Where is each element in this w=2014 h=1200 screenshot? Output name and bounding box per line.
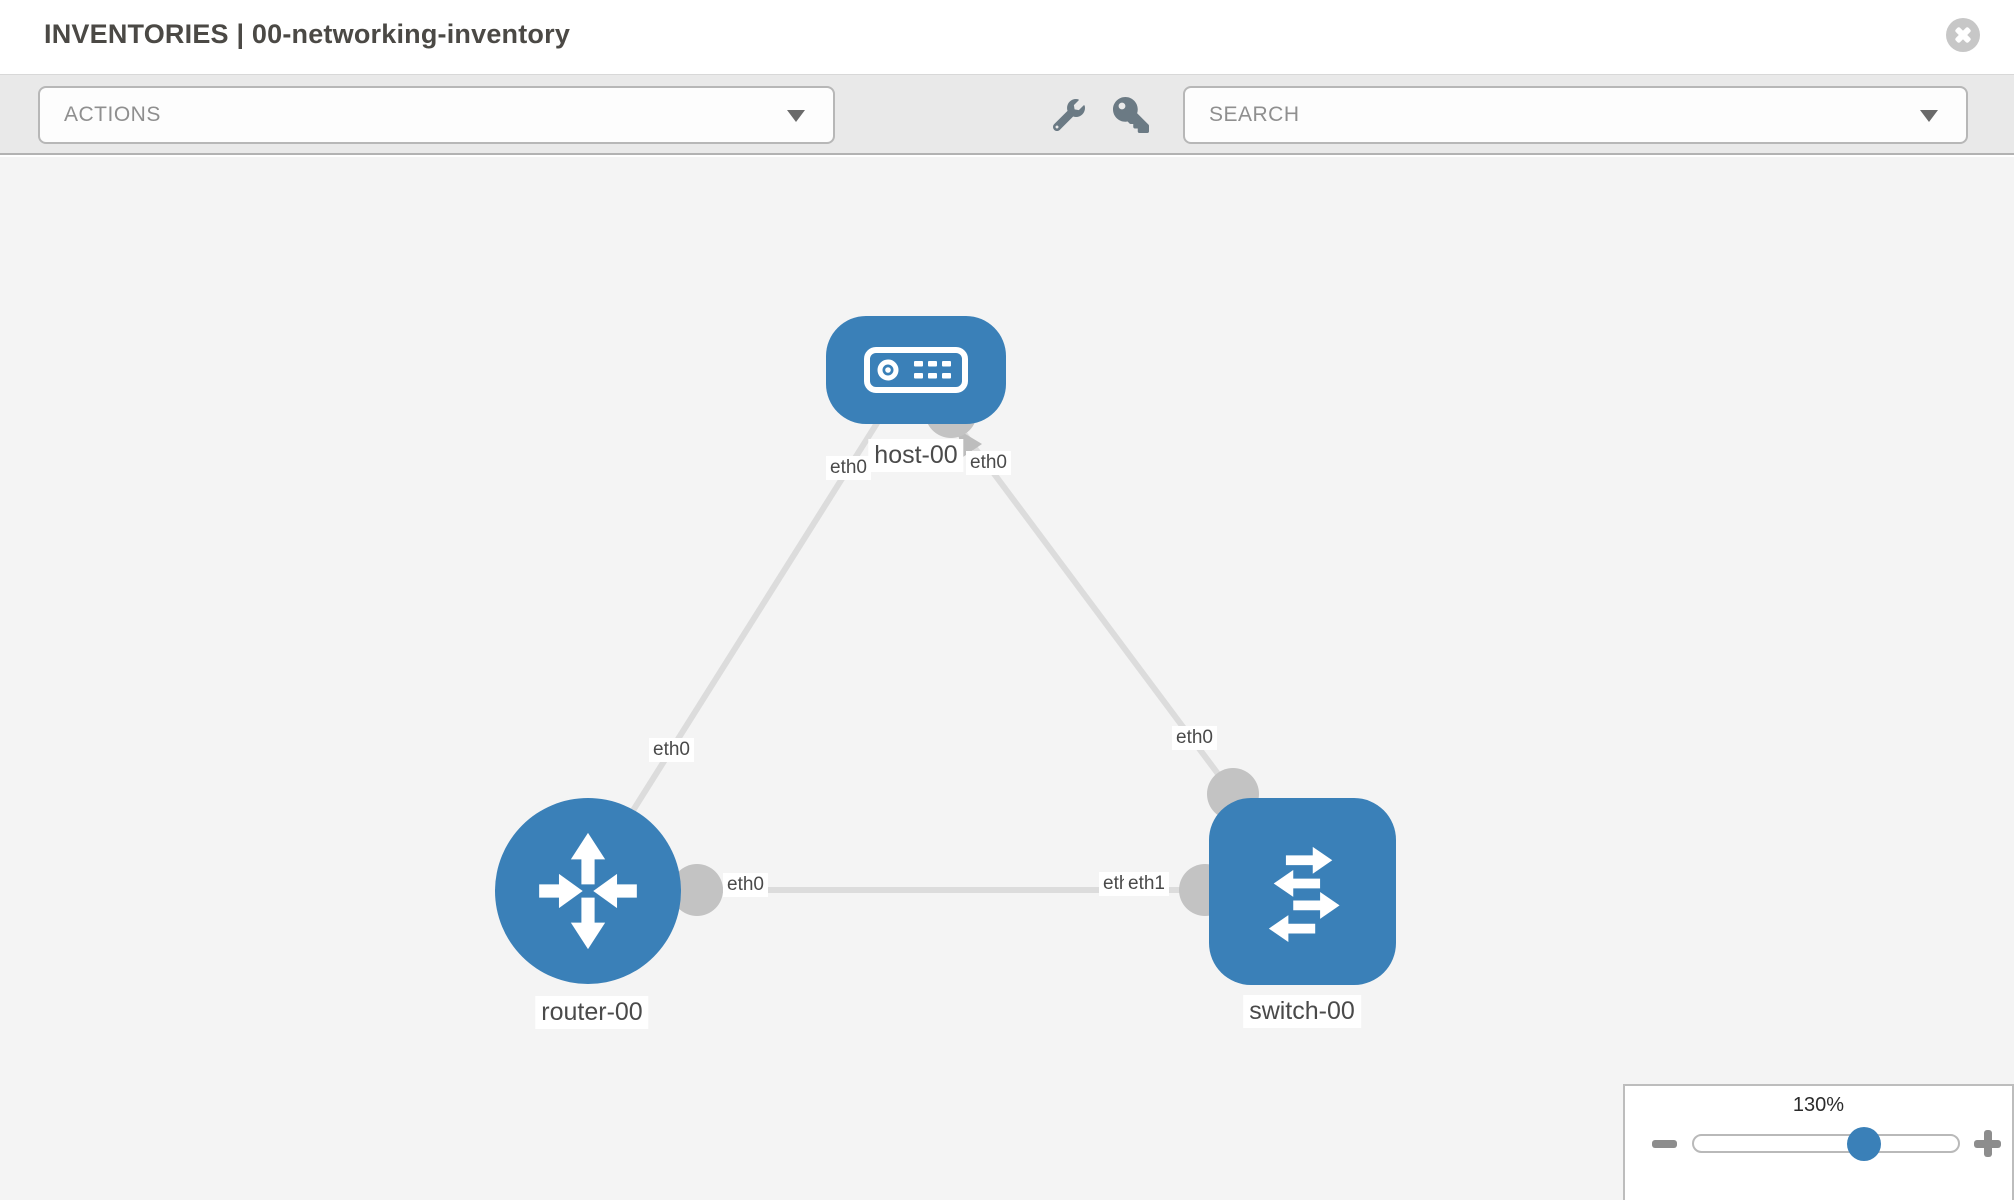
node-label-switch: switch-00: [1243, 995, 1361, 1028]
wrench-icon: [1052, 99, 1085, 132]
chevron-down-icon: [1920, 110, 1938, 122]
configure-button[interactable]: [1052, 99, 1085, 136]
topology-links-layer: [607, 386, 1259, 916]
endpoint-router-right: [671, 864, 723, 916]
topology-canvas[interactable]: host-00 router-00 switch-00 eth0 eth0 et…: [0, 157, 2014, 1200]
router-icon: [539, 832, 637, 950]
port-label-router-right: eth0: [723, 873, 768, 897]
close-button[interactable]: [1946, 18, 1980, 52]
toolbar: ACTIONS SEARCH: [0, 74, 2014, 155]
page-title: INVENTORIES | 00-networking-inventory: [44, 19, 571, 49]
link-host-router[interactable]: [607, 410, 887, 849]
zoom-in-button[interactable]: [1974, 1130, 2001, 1157]
port-label-router-top: eth0: [649, 738, 694, 762]
credentials-button[interactable]: [1113, 97, 1149, 138]
header: INVENTORIES | 00-networking-inventory: [0, 0, 2014, 74]
search-placeholder: SEARCH: [1209, 103, 1300, 126]
port-label-switch-left: eth1: [1124, 872, 1169, 896]
port-label-host-left: eth0: [826, 456, 871, 480]
node-label-host: host-00: [868, 439, 964, 472]
zoom-level: 130%: [1792, 1094, 1845, 1116]
chevron-down-icon: [787, 110, 805, 122]
host-icon: [864, 347, 968, 393]
key-icon: [1113, 97, 1149, 133]
port-label-switch-top: eth0: [1172, 726, 1217, 750]
zoom-panel: 130%: [1623, 1084, 2014, 1200]
port-label-host-right: eth0: [966, 451, 1011, 475]
node-host-00[interactable]: [826, 316, 1006, 424]
search-dropdown[interactable]: SEARCH: [1183, 86, 1968, 144]
switch-icon: [1268, 846, 1340, 942]
node-router-00[interactable]: [495, 798, 681, 984]
zoom-slider-handle[interactable]: [1847, 1127, 1881, 1161]
zoom-out-button[interactable]: [1652, 1140, 1677, 1148]
actions-dropdown[interactable]: ACTIONS: [38, 86, 835, 144]
node-switch-00[interactable]: [1209, 798, 1396, 985]
node-label-router: router-00: [535, 996, 649, 1029]
zoom-slider-track[interactable]: [1692, 1134, 1960, 1153]
actions-dropdown-label: ACTIONS: [64, 103, 161, 126]
